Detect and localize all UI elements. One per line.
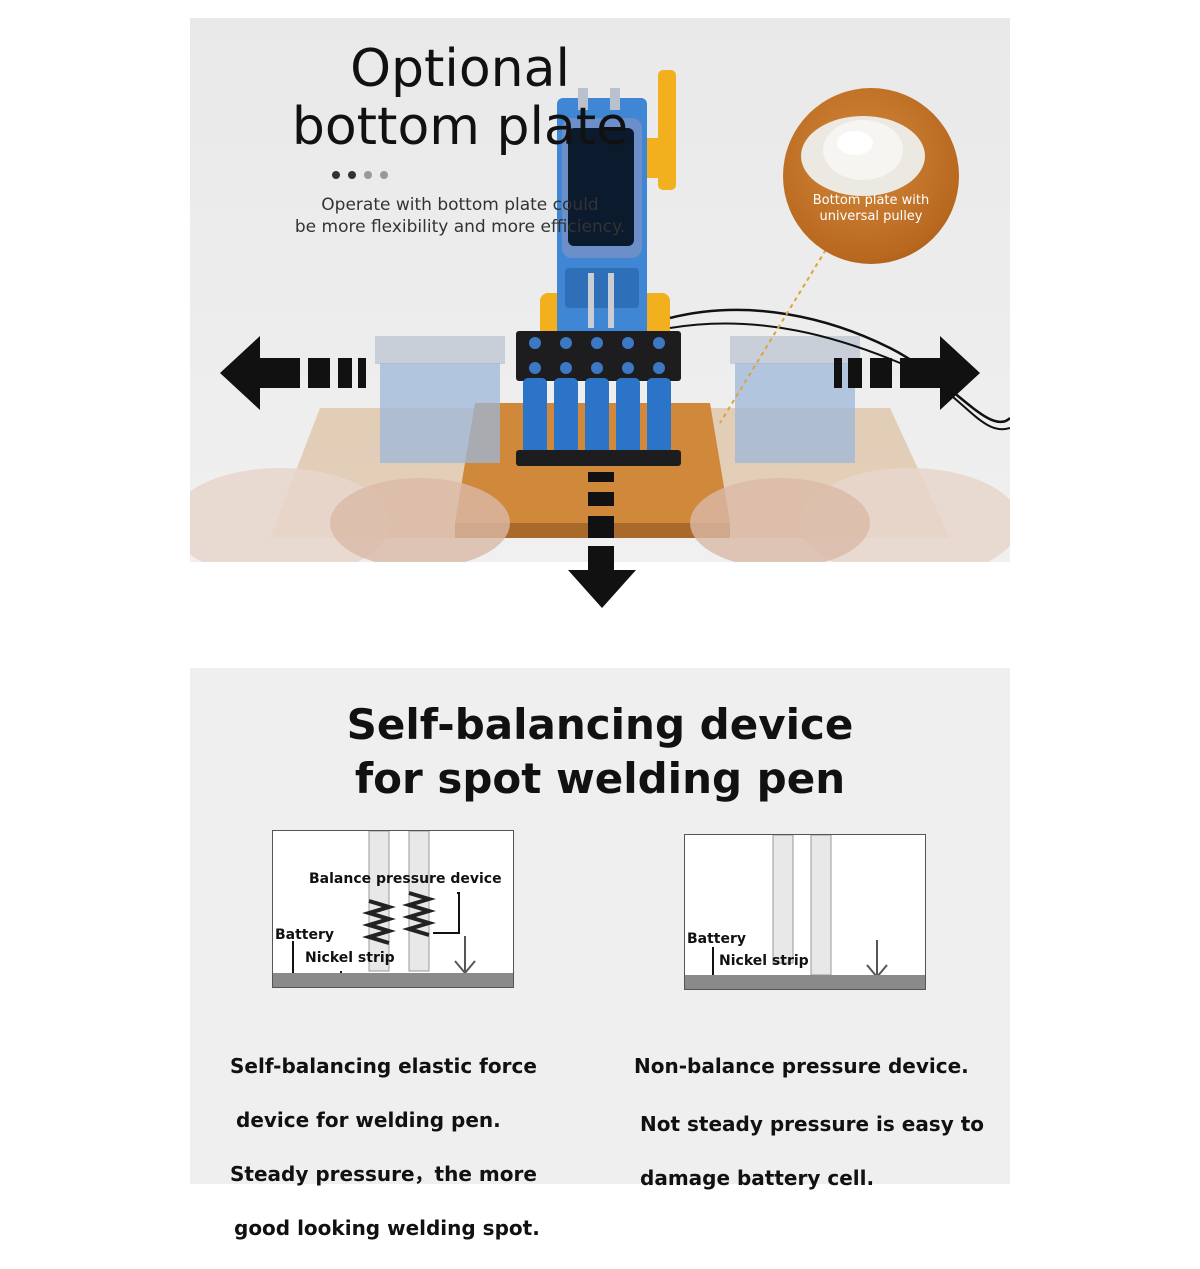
bottom-title-line2: for spot welding pen bbox=[354, 754, 846, 803]
zoom-label-line1: Bottom plate with bbox=[812, 193, 930, 208]
label-nickel-strip: Nickel strip bbox=[719, 953, 809, 969]
top-description: Operate with bottom plate could be more … bbox=[190, 194, 730, 238]
left-caption-line3: Steady pressure，the more bbox=[230, 1162, 537, 1186]
balanced-pen-illustration bbox=[273, 831, 513, 987]
zoom-label: Bottom plate with universal pulley bbox=[793, 193, 949, 225]
universal-pulley-icon bbox=[801, 116, 925, 196]
right-caption-line3: damage battery cell. bbox=[640, 1166, 875, 1190]
arrow-left-icon bbox=[220, 336, 366, 410]
non-balanced-pen-illustration bbox=[685, 835, 925, 989]
label-nickel-strip: Nickel strip bbox=[305, 950, 395, 966]
label-balance-pressure-device: Balance pressure device bbox=[309, 871, 502, 887]
arrow-down-icon bbox=[568, 472, 636, 608]
bottom-title: Self-balancing device for spot welding p… bbox=[190, 698, 1010, 806]
zoom-circle-bottom-plate bbox=[783, 88, 959, 264]
top-title-line2: bottom plate bbox=[291, 97, 629, 157]
zoom-label-line2: universal pulley bbox=[819, 209, 923, 224]
top-title-line1: Optional bbox=[350, 39, 570, 99]
right-caption: Non-balance pressure device. Not steady … bbox=[634, 1026, 1004, 1219]
bottom-title-line1: Self-balancing device bbox=[346, 700, 854, 749]
dot-indicator-icon bbox=[332, 164, 412, 179]
left-caption-line2: device for welding pen. bbox=[236, 1108, 501, 1132]
left-caption: Self-balancing elastic force device for … bbox=[230, 1026, 570, 1269]
top-product-photo-panel: Optional bottom plate Operate with botto… bbox=[190, 18, 1010, 562]
right-caption-line2: Not steady pressure is easy to bbox=[640, 1112, 985, 1136]
balanced-pressure-diagram: Balance pressure device Battery Nickel s… bbox=[272, 830, 514, 988]
left-caption-line4: good looking welding spot. bbox=[234, 1216, 540, 1240]
top-description-line1: Operate with bottom plate could bbox=[321, 195, 599, 215]
arrow-right-icon bbox=[834, 336, 980, 410]
bottom-comparison-panel: Self-balancing device for spot welding p… bbox=[190, 668, 1010, 1240]
label-battery: Battery bbox=[687, 931, 747, 947]
product-photo-illustration bbox=[190, 70, 1010, 562]
top-title: Optional bottom plate bbox=[190, 40, 730, 156]
non-balanced-pressure-diagram: Battery Nickel strip bbox=[684, 834, 926, 990]
left-caption-line1: Self-balancing elastic force bbox=[230, 1054, 537, 1078]
top-description-line2: be more flexibility and more efficiency. bbox=[294, 217, 626, 237]
label-battery: Battery bbox=[275, 927, 335, 943]
right-caption-line1: Non-balance pressure device. bbox=[634, 1054, 969, 1078]
